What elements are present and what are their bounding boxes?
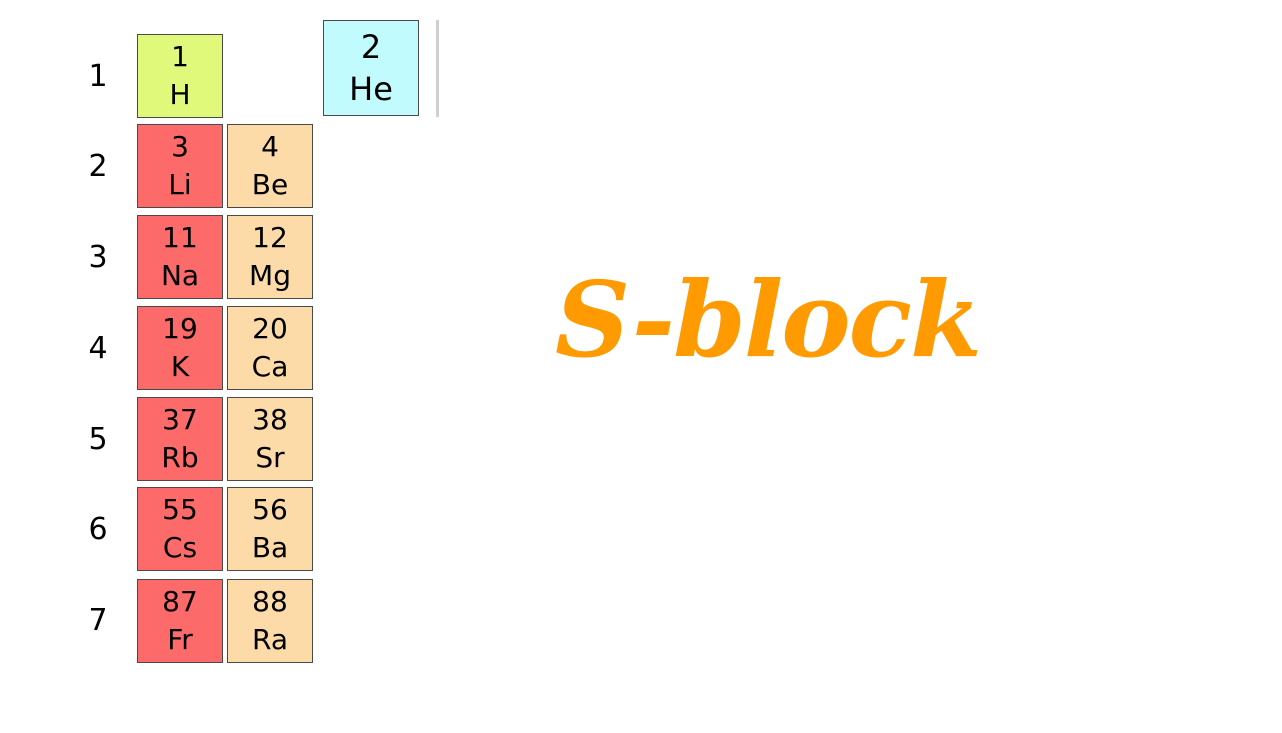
period-label-3: 3 — [88, 240, 108, 275]
element-cell-rb: 37 Rb — [137, 397, 223, 481]
element-cell-mg: 12 Mg — [227, 215, 313, 299]
period-label-4: 4 — [88, 331, 108, 366]
element-symbol: Mg — [249, 259, 291, 292]
period-label-7: 7 — [88, 603, 108, 638]
atomic-number: 3 — [171, 130, 189, 163]
atomic-number: 4 — [261, 130, 279, 163]
period-label-6: 6 — [88, 512, 108, 547]
atomic-number: 38 — [252, 403, 288, 436]
element-symbol: Ra — [252, 623, 288, 656]
atomic-number: 37 — [162, 403, 198, 436]
element-symbol: H — [169, 78, 191, 111]
element-symbol: K — [170, 350, 190, 383]
element-cell-k: 19 K — [137, 306, 223, 390]
element-cell-ca: 20 Ca — [227, 306, 313, 390]
element-cell-sr: 38 Sr — [227, 397, 313, 481]
period-label-2: 2 — [88, 149, 108, 184]
atomic-number: 12 — [252, 221, 288, 254]
element-cell-ba: 56 Ba — [227, 487, 313, 571]
element-symbol: Rb — [161, 441, 199, 474]
element-cell-cs: 55 Cs — [137, 487, 223, 571]
period-label-1: 1 — [88, 59, 108, 94]
element-cell-he: 2 He — [323, 20, 419, 116]
element-cell-fr: 87 Fr — [137, 579, 223, 663]
atomic-number: 11 — [162, 221, 198, 254]
element-symbol: Sr — [255, 441, 285, 474]
element-symbol: Ba — [251, 531, 289, 564]
element-symbol: Cs — [162, 531, 198, 564]
period-label-5: 5 — [88, 422, 108, 457]
element-cell-li: 3 Li — [137, 124, 223, 208]
element-cell-be: 4 Be — [227, 124, 313, 208]
element-cell-h: 1 H — [137, 34, 223, 118]
atomic-number: 2 — [360, 28, 382, 66]
element-symbol: He — [349, 70, 393, 108]
element-symbol: Li — [168, 168, 192, 201]
element-symbol: Ca — [251, 350, 289, 383]
divider-line — [436, 20, 439, 117]
atomic-number: 55 — [162, 493, 198, 526]
atomic-number: 56 — [252, 493, 288, 526]
element-symbol: Be — [251, 168, 289, 201]
atomic-number: 19 — [162, 312, 198, 345]
atomic-number: 88 — [252, 585, 288, 618]
atomic-number: 20 — [252, 312, 288, 345]
element-cell-na: 11 Na — [137, 215, 223, 299]
element-symbol: Fr — [167, 623, 193, 656]
element-symbol: Na — [160, 259, 200, 292]
atomic-number: 87 — [162, 585, 198, 618]
block-title: S-block — [555, 258, 982, 381]
atomic-number: 1 — [171, 40, 189, 73]
element-cell-ra: 88 Ra — [227, 579, 313, 663]
